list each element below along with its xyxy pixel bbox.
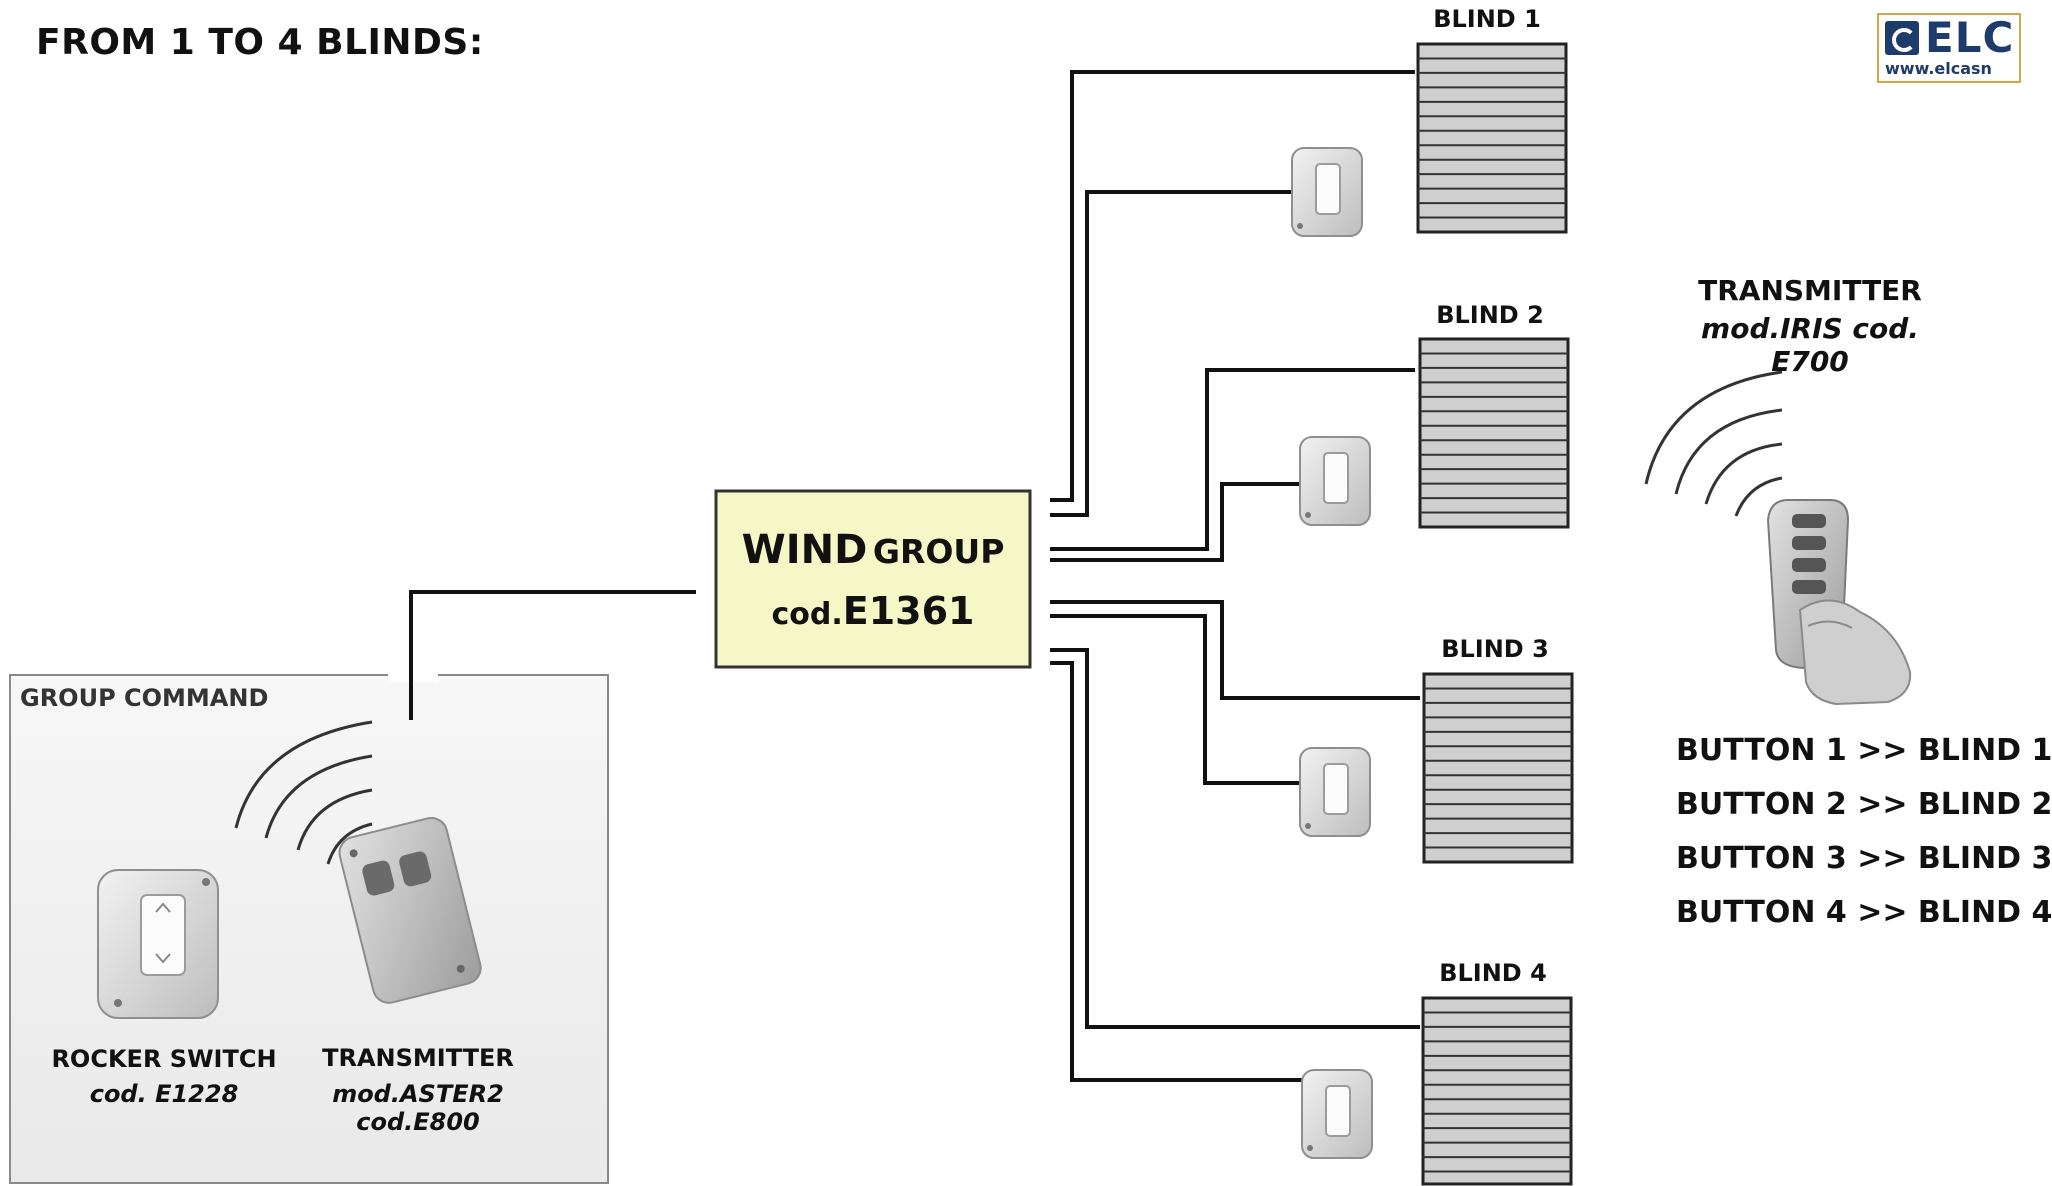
blind-1-label: BLIND 1 bbox=[1433, 5, 1541, 33]
wires-group-to-hub bbox=[409, 590, 696, 720]
blind-3-icon bbox=[1422, 672, 1574, 864]
hub-code-prefix: cod. bbox=[771, 597, 843, 632]
blind-2-label: BLIND 2 bbox=[1436, 301, 1544, 329]
blind-4-icon bbox=[1421, 996, 1573, 1186]
rocker-switch-name: ROCKER SWITCH bbox=[51, 1045, 277, 1073]
aster2-transmitter-icon bbox=[338, 816, 482, 1004]
mapping-button-3: BUTTON 3 >> BLIND 3 bbox=[1676, 841, 2052, 876]
wall-switch-1-icon bbox=[1291, 147, 1363, 237]
wall-switch-3-icon bbox=[1299, 747, 1371, 837]
brand-logo: ELC www.elcasn bbox=[1877, 13, 2021, 83]
iris-transmitter-icon bbox=[1766, 499, 1912, 706]
mapping-button-1: BUTTON 1 >> BLIND 1 bbox=[1676, 733, 2052, 768]
diagram-graphics bbox=[9, 42, 1912, 1186]
brand-mark-icon bbox=[1885, 21, 1919, 55]
blind-3-label: BLIND 3 bbox=[1441, 635, 1549, 663]
wall-switches bbox=[1291, 147, 1373, 1159]
rocker-switch-icon bbox=[97, 869, 219, 1019]
blind-2-icon bbox=[1418, 337, 1570, 529]
aster2-transmitter-code: mod.ASTER2 cod.E800 bbox=[332, 1080, 504, 1136]
mapping-button-2: BUTTON 2 >> BLIND 2 bbox=[1676, 787, 2052, 822]
wall-switch-4-icon bbox=[1301, 1069, 1373, 1159]
wires-hub-to-blinds bbox=[1050, 70, 1420, 1082]
hub-code: E1361 bbox=[842, 589, 975, 633]
hub-name-secondary: GROUP bbox=[872, 532, 1005, 571]
group-radio-waves-icon bbox=[234, 720, 373, 865]
aster2-transmitter-name: TRANSMITTER bbox=[322, 1044, 514, 1072]
iris-radio-waves-icon bbox=[1644, 370, 1783, 517]
mapping-button-4: BUTTON 4 >> BLIND 4 bbox=[1676, 895, 2052, 930]
iris-transmitter-name: TRANSMITTER bbox=[1698, 274, 1922, 307]
hub-name-primary: WIND bbox=[741, 527, 868, 573]
logo-url: www.elcasn bbox=[1885, 59, 1992, 78]
iris-transmitter-code: mod.IRIS cod. E700 bbox=[1701, 312, 1919, 378]
wiring-diagram: FROM 1 TO 4 BLINDS: ELC www.elcasn bbox=[9, 5, 2052, 1186]
wind-group-box bbox=[714, 489, 1032, 669]
blind-1-icon bbox=[1416, 42, 1568, 234]
logo-wordmark: ELC bbox=[1925, 13, 2015, 62]
blind-4-label: BLIND 4 bbox=[1439, 959, 1547, 987]
group-command-title: GROUP COMMAND bbox=[20, 684, 269, 712]
page-title: FROM 1 TO 4 BLINDS: bbox=[36, 22, 484, 63]
rocker-switch-code: cod. E1228 bbox=[89, 1080, 239, 1108]
wind-group-label: WIND GROUP cod.E1361 bbox=[716, 491, 1030, 667]
blinds bbox=[1416, 42, 1574, 1186]
wall-switch-2-icon bbox=[1299, 436, 1371, 526]
